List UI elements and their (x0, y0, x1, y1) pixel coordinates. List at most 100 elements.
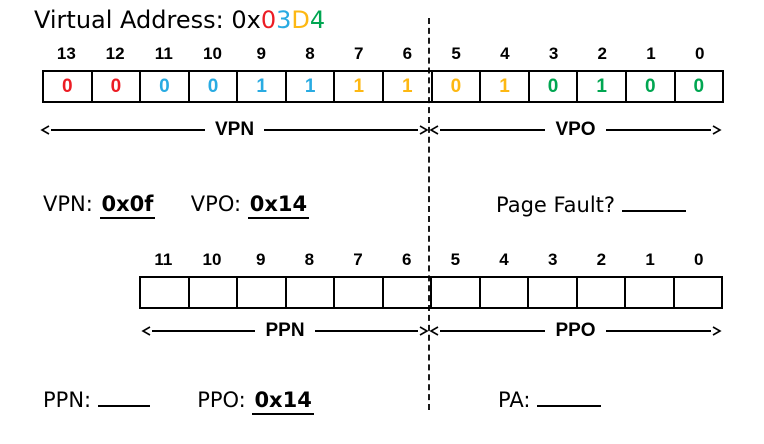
pa-bit-cell (575, 278, 625, 307)
va-bit-value: 0 (693, 75, 705, 97)
bit-index-label: 4 (499, 250, 509, 269)
virtual-bit-index-row: 13 12 11 10 9 8 7 6 5 4 3 2 1 0 (42, 44, 724, 64)
pa-bit-cell (141, 278, 188, 307)
physical-address-bit-cells (139, 276, 723, 309)
va-bit-cell: 1 (576, 72, 625, 101)
bit-index-label: 4 (500, 44, 510, 63)
hex-digit-3: 3 (276, 6, 292, 34)
ppo-span-label: PPO (555, 320, 596, 341)
arrowhead-left-icon (141, 326, 151, 336)
vpn-span-label: VPN (214, 119, 255, 140)
bit-index-label: 6 (401, 250, 412, 269)
bit-index-label: 7 (353, 44, 364, 63)
va-bit-cell: 1 (382, 72, 431, 101)
vpn-answer-label: VPN: (43, 192, 93, 216)
va-bit-value: 1 (402, 75, 413, 97)
bit-index-label: 7 (353, 250, 363, 269)
ppo-answer-label: PPO: (197, 388, 246, 412)
bit-index-label: 13 (56, 44, 76, 63)
va-bit-value: 0 (62, 75, 73, 97)
va-bit-cell: 1 (333, 72, 382, 101)
va-bit-value: 0 (110, 75, 122, 97)
ppo-answer-value: 0x14 (252, 388, 314, 415)
va-bit-cell: 0 (90, 72, 140, 101)
arrow-line (440, 129, 546, 131)
va-bit-cell: 1 (284, 72, 334, 101)
vpn-vpo-divider-dashed-line (428, 18, 430, 410)
pa-bit-cell (236, 278, 285, 307)
arrowhead-left-icon (40, 125, 50, 135)
ppn-answer-blank (97, 387, 150, 407)
bit-index-label: 10 (203, 44, 222, 63)
bit-index-label: 3 (547, 250, 558, 269)
arrow-line (314, 330, 419, 332)
bit-index-label: 0 (693, 250, 704, 269)
ppn-ppo-answer-line: PPN: PPO: 0x14 (43, 387, 314, 415)
virtual-address-bit-cells: 0 0 0 0 1 1 1 1 0 1 0 1 0 0 (42, 70, 724, 103)
vpn-span-arrow: VPN (40, 119, 429, 140)
ppn-answer-label: PPN: (43, 388, 92, 412)
pa-answer-line: PA: (498, 387, 602, 412)
pa-bit-cell (624, 278, 673, 307)
va-bit-value: 0 (450, 75, 462, 97)
vpo-span-label: VPO (555, 119, 596, 140)
pa-bit-cell (284, 278, 334, 307)
bit-index-label: 6 (402, 44, 413, 63)
arrowhead-right-icon (419, 125, 429, 135)
hex-digit-d: D (291, 6, 310, 34)
vpn-vpo-answer-line: VPN: 0x0f VPO: 0x14 (43, 192, 310, 219)
bit-index-label: 2 (596, 250, 607, 269)
bit-index-label: 3 (548, 44, 559, 63)
va-bit-cell: 0 (139, 72, 188, 101)
pa-bit-cell (187, 278, 237, 307)
va-bit-value: 1 (353, 75, 365, 97)
va-bit-value: 0 (159, 75, 170, 97)
bit-index-label: 5 (451, 44, 461, 63)
bit-index-label: 10 (202, 250, 222, 269)
bit-index-label: 1 (645, 250, 655, 269)
vpo-answer-value: 0x14 (247, 192, 310, 219)
virtual-address-title-prefix: Virtual Address: 0x (34, 6, 261, 34)
va-bit-value: 0 (547, 75, 559, 97)
page-fault-answer-blank (621, 192, 686, 212)
physical-bit-index-row: 11 10 9 8 7 6 5 4 3 2 1 0 (139, 250, 723, 270)
vpo-span-arrow: VPO (429, 119, 722, 140)
va-bit-cell: 0 (44, 72, 91, 101)
bit-index-label: 9 (255, 250, 266, 269)
pa-bit-cell (478, 278, 528, 307)
va-bit-value: 1 (304, 75, 316, 97)
vpn-answer-value: 0x0f (99, 192, 156, 219)
hex-digit-0: 0 (260, 6, 277, 34)
arrow-line (605, 330, 711, 332)
pa-bit-cell (381, 278, 431, 307)
arrowhead-left-icon (429, 326, 439, 336)
hex-digit-4: 4 (309, 6, 326, 34)
arrow-line (152, 330, 256, 332)
arrowhead-right-icon (712, 125, 722, 135)
bit-index-label: 1 (646, 44, 656, 63)
vpo-answer-label: VPO: (190, 192, 242, 216)
pa-answer-blank (537, 387, 602, 407)
pa-bit-cell (527, 278, 576, 307)
bit-index-label: 8 (305, 44, 315, 63)
arrowhead-right-icon (419, 326, 429, 336)
virtual-address-title: Virtual Address: 0x03D4 (34, 6, 325, 34)
bit-index-label: 11 (154, 44, 173, 63)
bit-index-label: 5 (450, 250, 461, 269)
va-bit-value: 1 (596, 75, 607, 97)
va-bit-cell: 0 (430, 72, 480, 101)
pa-answer-label: PA: (498, 388, 531, 412)
arrowhead-left-icon (429, 125, 439, 135)
bit-index-label: 11 (154, 250, 173, 269)
page-fault-question: Page Fault? (496, 192, 686, 217)
bit-index-label: 0 (694, 44, 705, 63)
page-fault-label: Page Fault? (496, 193, 616, 217)
bit-index-label: 8 (304, 250, 315, 269)
va-bit-cell: 1 (236, 72, 285, 101)
arrow-line (51, 129, 205, 131)
bit-index-label: 9 (256, 44, 266, 63)
va-bit-cell: 1 (479, 72, 528, 101)
arrow-line (440, 330, 546, 332)
arrowhead-right-icon (712, 326, 722, 336)
